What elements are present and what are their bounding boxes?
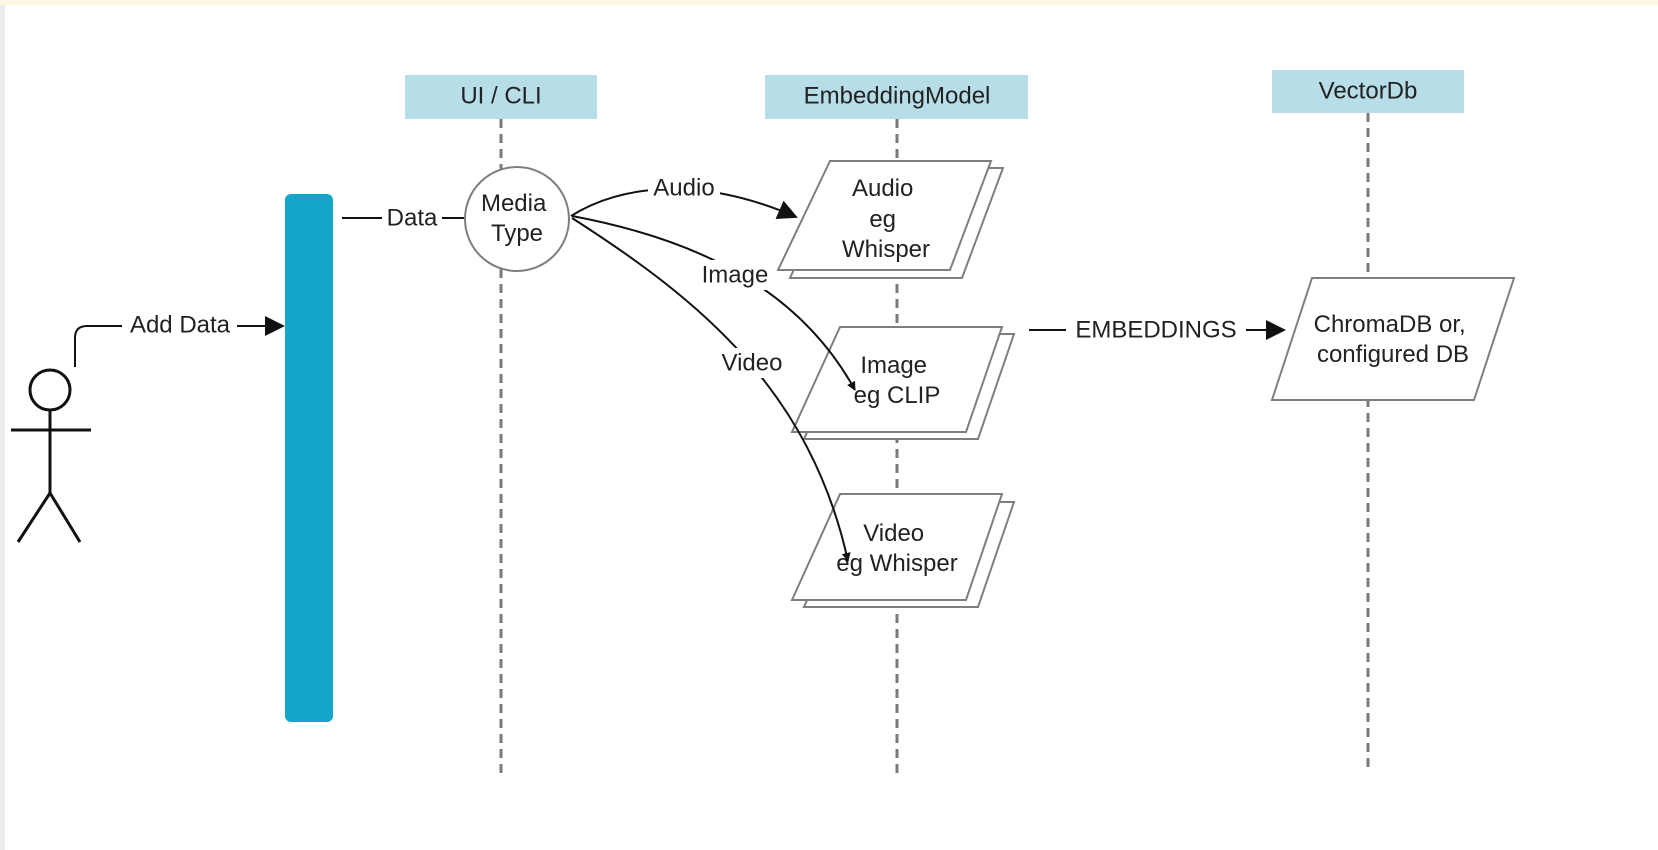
lane-header-ui-cli[interactable]: UI / CLI bbox=[405, 75, 597, 119]
edge-data-label: Data bbox=[387, 204, 438, 231]
edge-image-label: Image bbox=[702, 261, 769, 288]
media-type-label: Media Type bbox=[481, 190, 553, 247]
lane-header-embedding-model-label: EmbeddingModel bbox=[804, 82, 991, 109]
vector-store-label: ChromaDB or, configured DB bbox=[1314, 311, 1473, 368]
lane-header-ui-cli-label: UI / CLI bbox=[460, 82, 541, 109]
lane-header-vector-db[interactable]: VectorDb bbox=[1272, 70, 1464, 113]
video-model-node[interactable]: Video eg Whisper bbox=[790, 493, 1016, 608]
actor-stick-figure-icon[interactable] bbox=[11, 368, 91, 543]
top-border bbox=[0, 0, 1658, 5]
image-model-node[interactable]: Image eg CLIP bbox=[790, 326, 1016, 440]
activation-bar[interactable] bbox=[285, 194, 333, 722]
left-border bbox=[0, 5, 5, 850]
audio-model-node[interactable]: Audio eg Whisper bbox=[776, 160, 1005, 279]
lane-header-vector-db-label: VectorDb bbox=[1319, 77, 1418, 104]
video-model-label: Video eg Whisper bbox=[836, 520, 957, 577]
image-model-label: Image eg CLIP bbox=[854, 352, 941, 409]
vector-store-node[interactable]: ChromaDB or, configured DB bbox=[1270, 277, 1516, 401]
audio-model-label: Audio eg Whisper bbox=[842, 175, 930, 263]
edge-audio-label: Audio bbox=[653, 174, 714, 201]
edge-add-data[interactable] bbox=[74, 316, 285, 367]
edge-video-label: Video bbox=[722, 349, 783, 376]
media-type-node[interactable]: Media Type bbox=[464, 166, 570, 272]
lane-header-embedding-model[interactable]: EmbeddingModel bbox=[765, 75, 1028, 119]
edge-embeddings-label: EMBEDDINGS bbox=[1075, 316, 1236, 343]
edge-add-data-label: Add Data bbox=[130, 311, 231, 338]
